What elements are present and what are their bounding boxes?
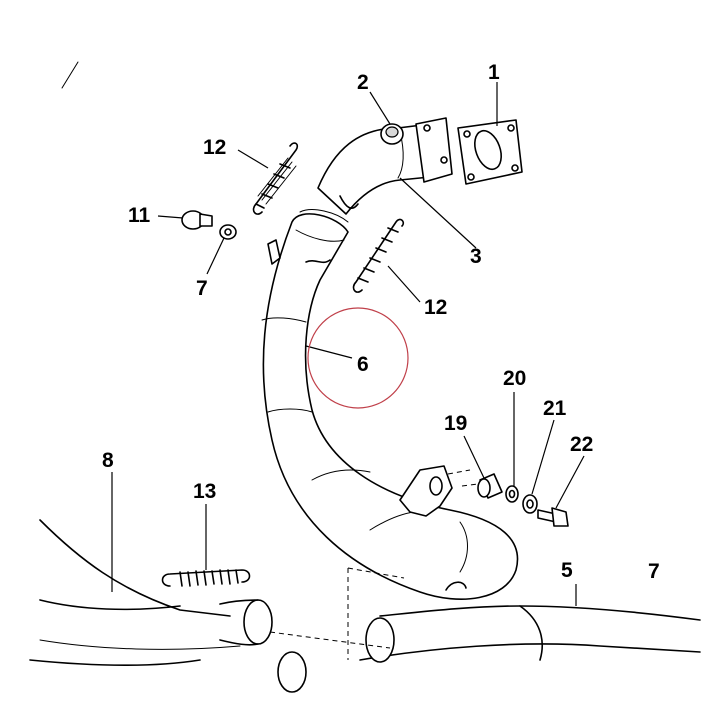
- part-22-bolt: [537, 507, 569, 527]
- part-12-spring-upper: [252, 142, 299, 215]
- lower-pipe-stub: [219, 599, 307, 693]
- callout-leaders: [111, 82, 585, 606]
- callout-11: 11: [128, 204, 151, 227]
- callout-2: 2: [357, 71, 369, 94]
- edge-mark-line: [61, 61, 79, 89]
- callout-12-lower: 12: [424, 296, 448, 319]
- part-12-spring-lower: [352, 218, 405, 293]
- callout-6: 6: [357, 353, 369, 376]
- callout-5: 5: [561, 559, 573, 582]
- hidden-line-dashes: [269, 567, 405, 660]
- part-8-lower-frame: [29, 519, 241, 667]
- callout-3: 3: [470, 245, 482, 268]
- part-1-flange-gasket: [457, 119, 523, 185]
- callout-7-right: 7: [648, 560, 660, 583]
- part-19-grommet: [477, 473, 503, 499]
- part-2-nut: [380, 123, 404, 145]
- part-5-frame: [359, 605, 701, 663]
- callout-12-upper: 12: [203, 136, 227, 159]
- part-13-spring: [161, 569, 251, 587]
- part-11-bolt: [181, 210, 213, 230]
- part-3-elbow-pipe: [317, 117, 453, 215]
- callout-1: 1: [488, 61, 500, 84]
- part-7-washer: [219, 224, 237, 240]
- callout-22: 22: [570, 433, 594, 456]
- highlight-circle: [307, 307, 409, 409]
- part-21-spacer: [522, 494, 538, 514]
- callout-7-left: 7: [196, 277, 208, 300]
- part-6-exhaust-pipe: [261, 209, 519, 600]
- part-20-washer: [505, 485, 519, 503]
- assembly-guide-dashes: [447, 469, 479, 487]
- callout-19: 19: [444, 412, 468, 435]
- callout-13: 13: [193, 480, 217, 503]
- callout-8: 8: [102, 449, 114, 472]
- pipe-mount-bracket: [399, 465, 453, 517]
- callout-21: 21: [543, 397, 567, 420]
- callout-20: 20: [503, 367, 527, 390]
